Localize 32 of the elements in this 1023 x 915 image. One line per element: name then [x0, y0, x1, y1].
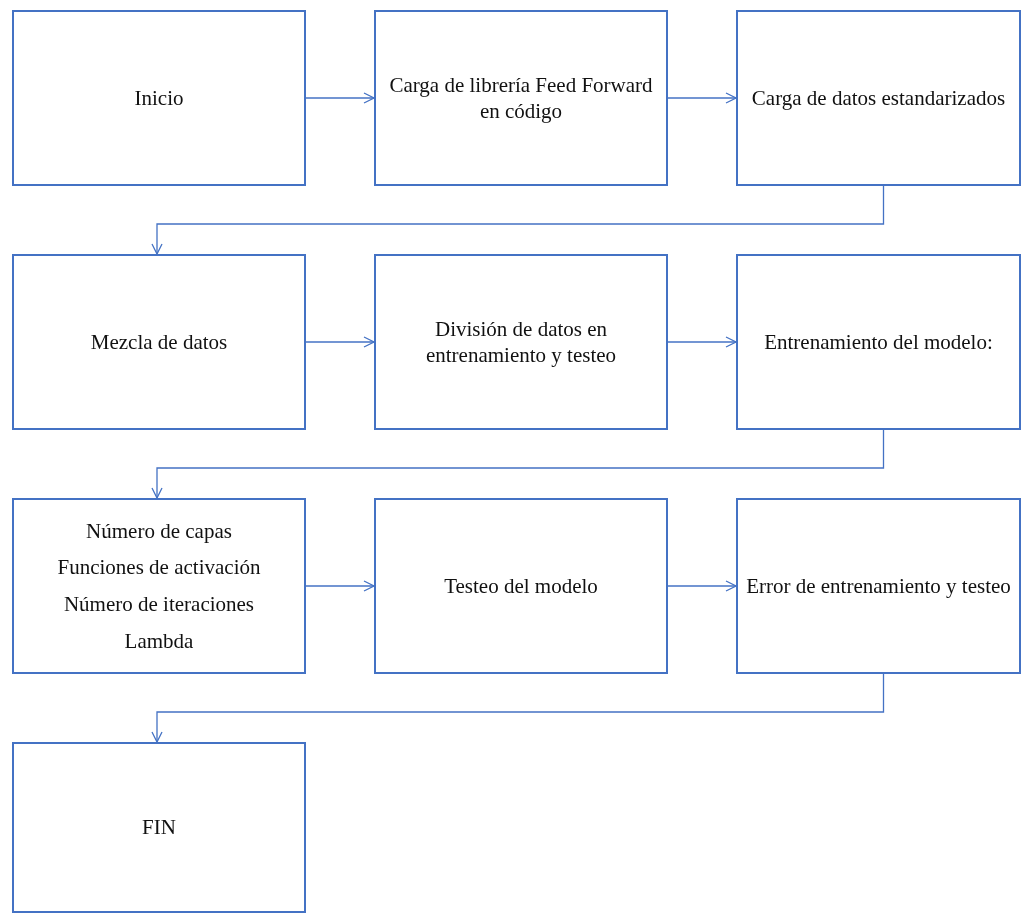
arrow	[667, 336, 737, 348]
box-label: Inicio	[134, 84, 184, 112]
process-box	[374, 254, 668, 430]
box-label: Carga de librería Feed Forward en código	[388, 71, 654, 125]
box-label: Funciones de activación	[57, 554, 261, 582]
process-box	[12, 254, 306, 430]
arrow	[151, 673, 885, 743]
process-box	[736, 10, 1021, 186]
process-box	[736, 498, 1021, 674]
process-box	[374, 498, 668, 674]
process-box	[12, 498, 306, 674]
box-label: Mezcla de datos	[90, 328, 228, 356]
box-label: Testeo del modelo	[444, 572, 598, 600]
box-label: Entrenamiento del modelo:	[764, 328, 993, 356]
box-label: División de datos en entrenamiento y testeo	[424, 315, 618, 369]
process-box	[12, 742, 306, 913]
process-box	[12, 10, 306, 186]
process-box	[736, 254, 1021, 430]
arrow	[305, 92, 375, 104]
arrow	[667, 92, 737, 104]
arrow	[305, 580, 375, 592]
arrow	[151, 429, 885, 499]
box-label: Número de iteraciones	[63, 591, 255, 618]
box-label: Lambda	[124, 627, 194, 655]
box-label: Carga de datos estandarizados	[751, 84, 1006, 112]
process-box	[374, 10, 668, 186]
arrow	[667, 580, 737, 592]
arrow	[305, 336, 375, 348]
box-label: Número de capas	[86, 517, 232, 545]
box-label: FIN	[142, 814, 176, 841]
arrow	[151, 185, 885, 255]
box-label: Error de entrenamiento y testeo	[746, 572, 1011, 600]
